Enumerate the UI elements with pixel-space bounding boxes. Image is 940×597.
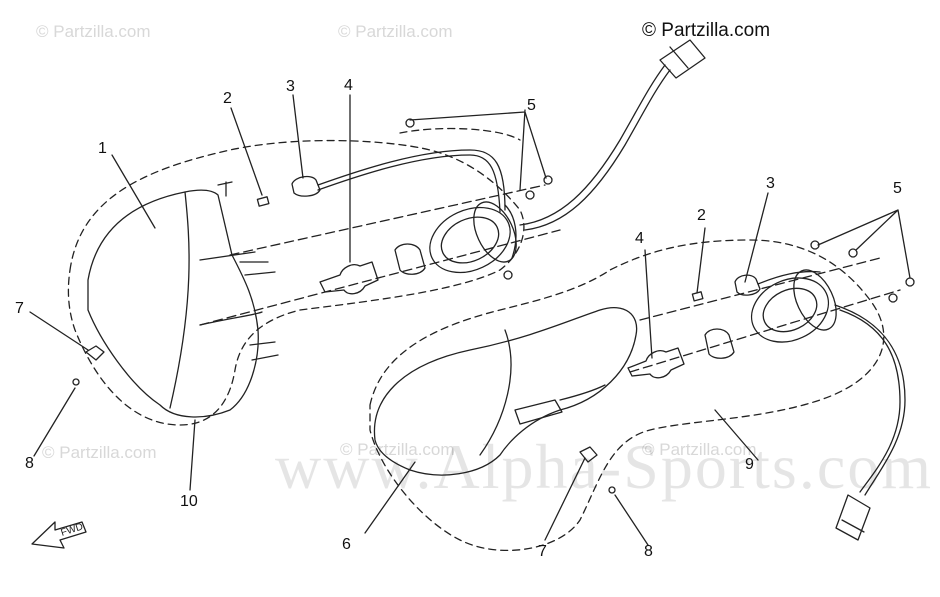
watermark: © Partzilla.com bbox=[42, 443, 157, 462]
headlight-lens-left bbox=[87, 189, 259, 418]
callout-8: 8 bbox=[25, 455, 34, 472]
bulb-left bbox=[319, 261, 379, 295]
callout-3: 3 bbox=[766, 175, 775, 192]
callout-4: 4 bbox=[635, 230, 644, 247]
callout-7: 7 bbox=[15, 300, 24, 317]
watermark: © Partzilla.com bbox=[642, 440, 757, 459]
callout-9: 9 bbox=[745, 456, 754, 473]
callout-2: 2 bbox=[697, 207, 706, 224]
watermark: © Partzilla.com bbox=[340, 440, 455, 459]
callout-6: 6 bbox=[342, 536, 351, 553]
callout-4: 4 bbox=[344, 77, 353, 94]
callout-7: 7 bbox=[538, 543, 547, 560]
callout-5: 5 bbox=[893, 180, 902, 197]
watermark: © Partzilla.com bbox=[36, 22, 151, 41]
fwd-arrow bbox=[31, 521, 87, 549]
callout-10: 10 bbox=[180, 493, 198, 510]
callout-1: 1 bbox=[98, 140, 107, 157]
housing-outline-right bbox=[369, 239, 885, 552]
site-watermark: www.Alpha-Sports.com bbox=[275, 431, 933, 502]
watermark: © Partzilla.com bbox=[338, 22, 453, 41]
headlight-lens-right bbox=[373, 306, 638, 476]
bulb-right bbox=[627, 347, 685, 379]
callout-2: 2 bbox=[223, 90, 232, 107]
housing-outline-left bbox=[67, 139, 525, 426]
callout-3: 3 bbox=[286, 78, 295, 95]
callout-5: 5 bbox=[527, 97, 536, 114]
callout-8: 8 bbox=[644, 543, 653, 560]
copyright-label: © Partzilla.com bbox=[642, 20, 771, 41]
